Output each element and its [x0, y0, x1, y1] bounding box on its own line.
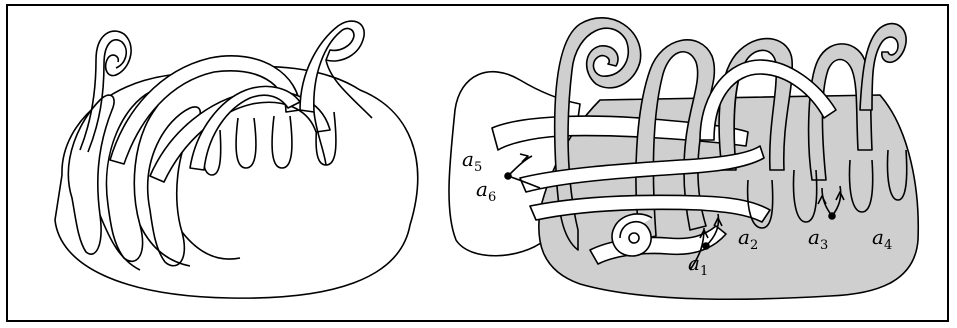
point-a1	[703, 243, 709, 249]
right-spiral-eye	[629, 233, 639, 243]
right-surface	[449, 18, 918, 299]
point-a3	[829, 213, 835, 219]
left-surface	[55, 21, 418, 298]
right-loop-4-coil	[860, 24, 906, 110]
point-a5	[505, 173, 511, 179]
